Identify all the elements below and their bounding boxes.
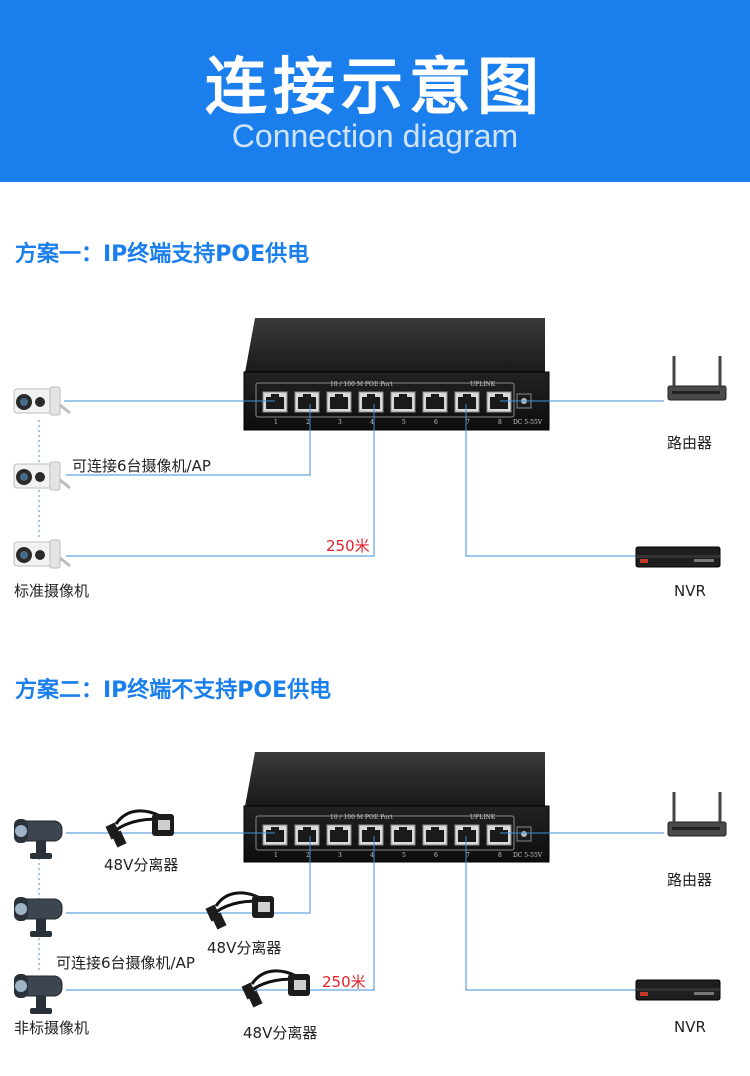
switch-poe-label: 10 / 100 M POE Port [330, 381, 393, 388]
scheme1-camera-type: 标准摄像机 [14, 582, 90, 600]
port-number: 3 [338, 852, 342, 859]
port-number: 1 [274, 419, 278, 426]
camera-icon [13, 818, 63, 860]
port-number: 1 [274, 852, 278, 859]
camera-icon [12, 385, 72, 417]
scheme2-switch: 10 / 100 M POE Port UPLINK DC 5-55V 1 2 … [243, 752, 550, 863]
splitter-icon [104, 809, 176, 849]
page-subtitle: Connection diagram [231, 118, 519, 154]
scheme2-distance: 250米 [322, 973, 366, 991]
scheme1-nvr-label: NVR [674, 582, 706, 600]
camera-icon [12, 538, 72, 570]
scheme2-splitter-label: 48V分离器 [243, 1024, 318, 1042]
switch-poe-label: 10 / 100 M POE Port [330, 814, 393, 821]
camera-icon [12, 460, 72, 492]
port-number: 8 [498, 419, 502, 426]
scheme2-router-label: 路由器 [667, 871, 713, 889]
switch-uplink-label: UPLINK [470, 381, 496, 388]
port-number: 5 [402, 852, 406, 859]
port-number: 6 [434, 419, 438, 426]
port-number: 8 [498, 852, 502, 859]
switch-uplink-label: UPLINK [470, 814, 496, 821]
scheme2-splitter-label: 48V分离器 [207, 939, 282, 957]
scheme1-distance: 250米 [326, 537, 370, 555]
nvr-icon [635, 546, 721, 568]
scheme2-camera-note: 可连接6台摄像机/AP [56, 954, 195, 972]
scheme1-switch: 10 / 100 M POE Port UPLINK DC 5-55V 1 2 … [243, 318, 550, 431]
splitter-icon [204, 891, 276, 931]
port-number: 4 [370, 419, 374, 426]
scheme2-splitter-label: 48V分离器 [104, 856, 179, 874]
port-number: 6 [434, 852, 438, 859]
scheme1-router-label: 路由器 [667, 434, 713, 452]
port-number: 2 [306, 419, 310, 426]
port-number: 7 [466, 852, 470, 859]
port-number: 3 [338, 419, 342, 426]
port-number: 5 [402, 419, 406, 426]
header-banner: 连接示意图 Connection diagram [0, 0, 750, 182]
page-title: 连接示意图 [204, 50, 545, 123]
scheme2-camera-type: 非标摄像机 [14, 1019, 90, 1037]
router-icon [666, 790, 728, 838]
switch-power-label: DC 5-55V [513, 852, 543, 859]
nvr-icon [635, 979, 721, 1001]
scheme2-title: 方案二：IP终端不支持POE供电 [15, 678, 332, 703]
scheme1-camera-note: 可连接6台摄像机/AP [72, 457, 211, 475]
router-icon [666, 354, 728, 402]
switch-power-label: DC 5-55V [513, 419, 543, 426]
scheme2-nvr-label: NVR [674, 1018, 706, 1036]
scheme1-cables [38, 400, 664, 557]
scheme1-title: 方案一：IP终端支持POE供电 [15, 242, 310, 267]
scheme2-cables [38, 832, 664, 991]
splitter-icon [240, 969, 312, 1009]
port-number: 7 [466, 419, 470, 426]
port-number: 4 [370, 852, 374, 859]
camera-icon [13, 973, 63, 1015]
camera-icon [13, 896, 63, 938]
port-number: 2 [306, 852, 310, 859]
